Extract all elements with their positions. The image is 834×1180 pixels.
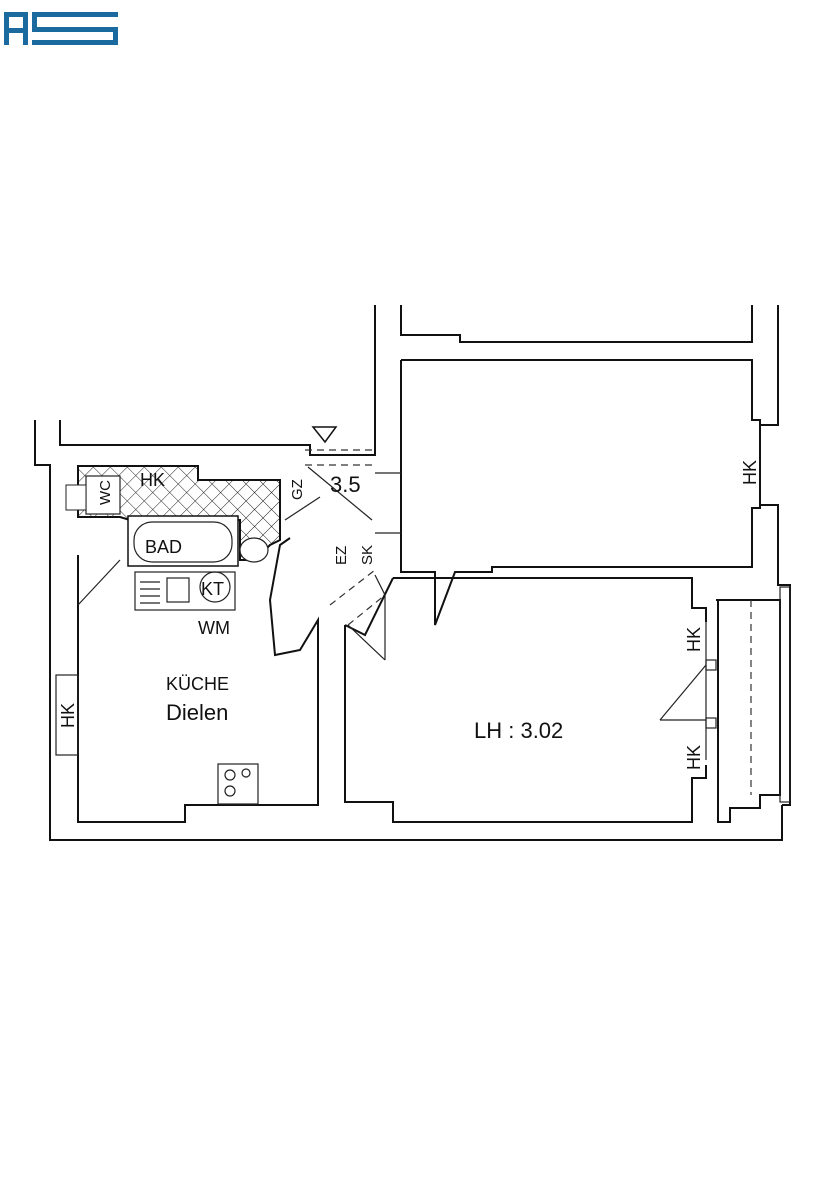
kitchen-label: KÜCHE	[166, 674, 229, 694]
outer-walls	[34, 305, 791, 841]
sk-label: SK	[359, 545, 376, 565]
hk-living-top-label: HK	[684, 627, 704, 652]
hallway	[284, 426, 386, 661]
sink-icon	[239, 537, 269, 563]
toilet-icon	[85, 475, 121, 515]
ez-label: EZ	[333, 546, 350, 565]
bathtub-icon	[133, 521, 233, 563]
hk-living-bottom-label: HK	[684, 745, 704, 770]
wm-label: WM	[198, 618, 230, 638]
dryer-icon	[199, 571, 231, 603]
hk-kitchen-label: HK	[58, 703, 78, 728]
hk-bath-label: HK	[140, 470, 165, 490]
kitchen-floor-label: Dielen	[166, 700, 228, 725]
bedroom	[375, 359, 761, 626]
bathroom	[65, 465, 281, 567]
kt-label: KT	[201, 579, 224, 599]
balcony	[716, 586, 791, 823]
gz-label: GZ	[289, 479, 306, 500]
entrance-marker-icon	[311, 426, 338, 444]
company-logo	[4, 12, 118, 45]
wc-label: WC	[97, 480, 114, 505]
stove-icon	[217, 763, 259, 805]
hk-bedroom-label: HK	[740, 460, 760, 485]
bathroom-label: BAD	[145, 537, 182, 557]
living-room	[344, 577, 717, 823]
labels: BAD HK WC GZ 3.5 EZ SK KT WM KÜCHE Diele…	[58, 460, 760, 770]
kitchen	[55, 537, 319, 823]
living-height-label: LH : 3.02	[474, 718, 563, 743]
hall-height-label: 3.5	[330, 472, 361, 497]
